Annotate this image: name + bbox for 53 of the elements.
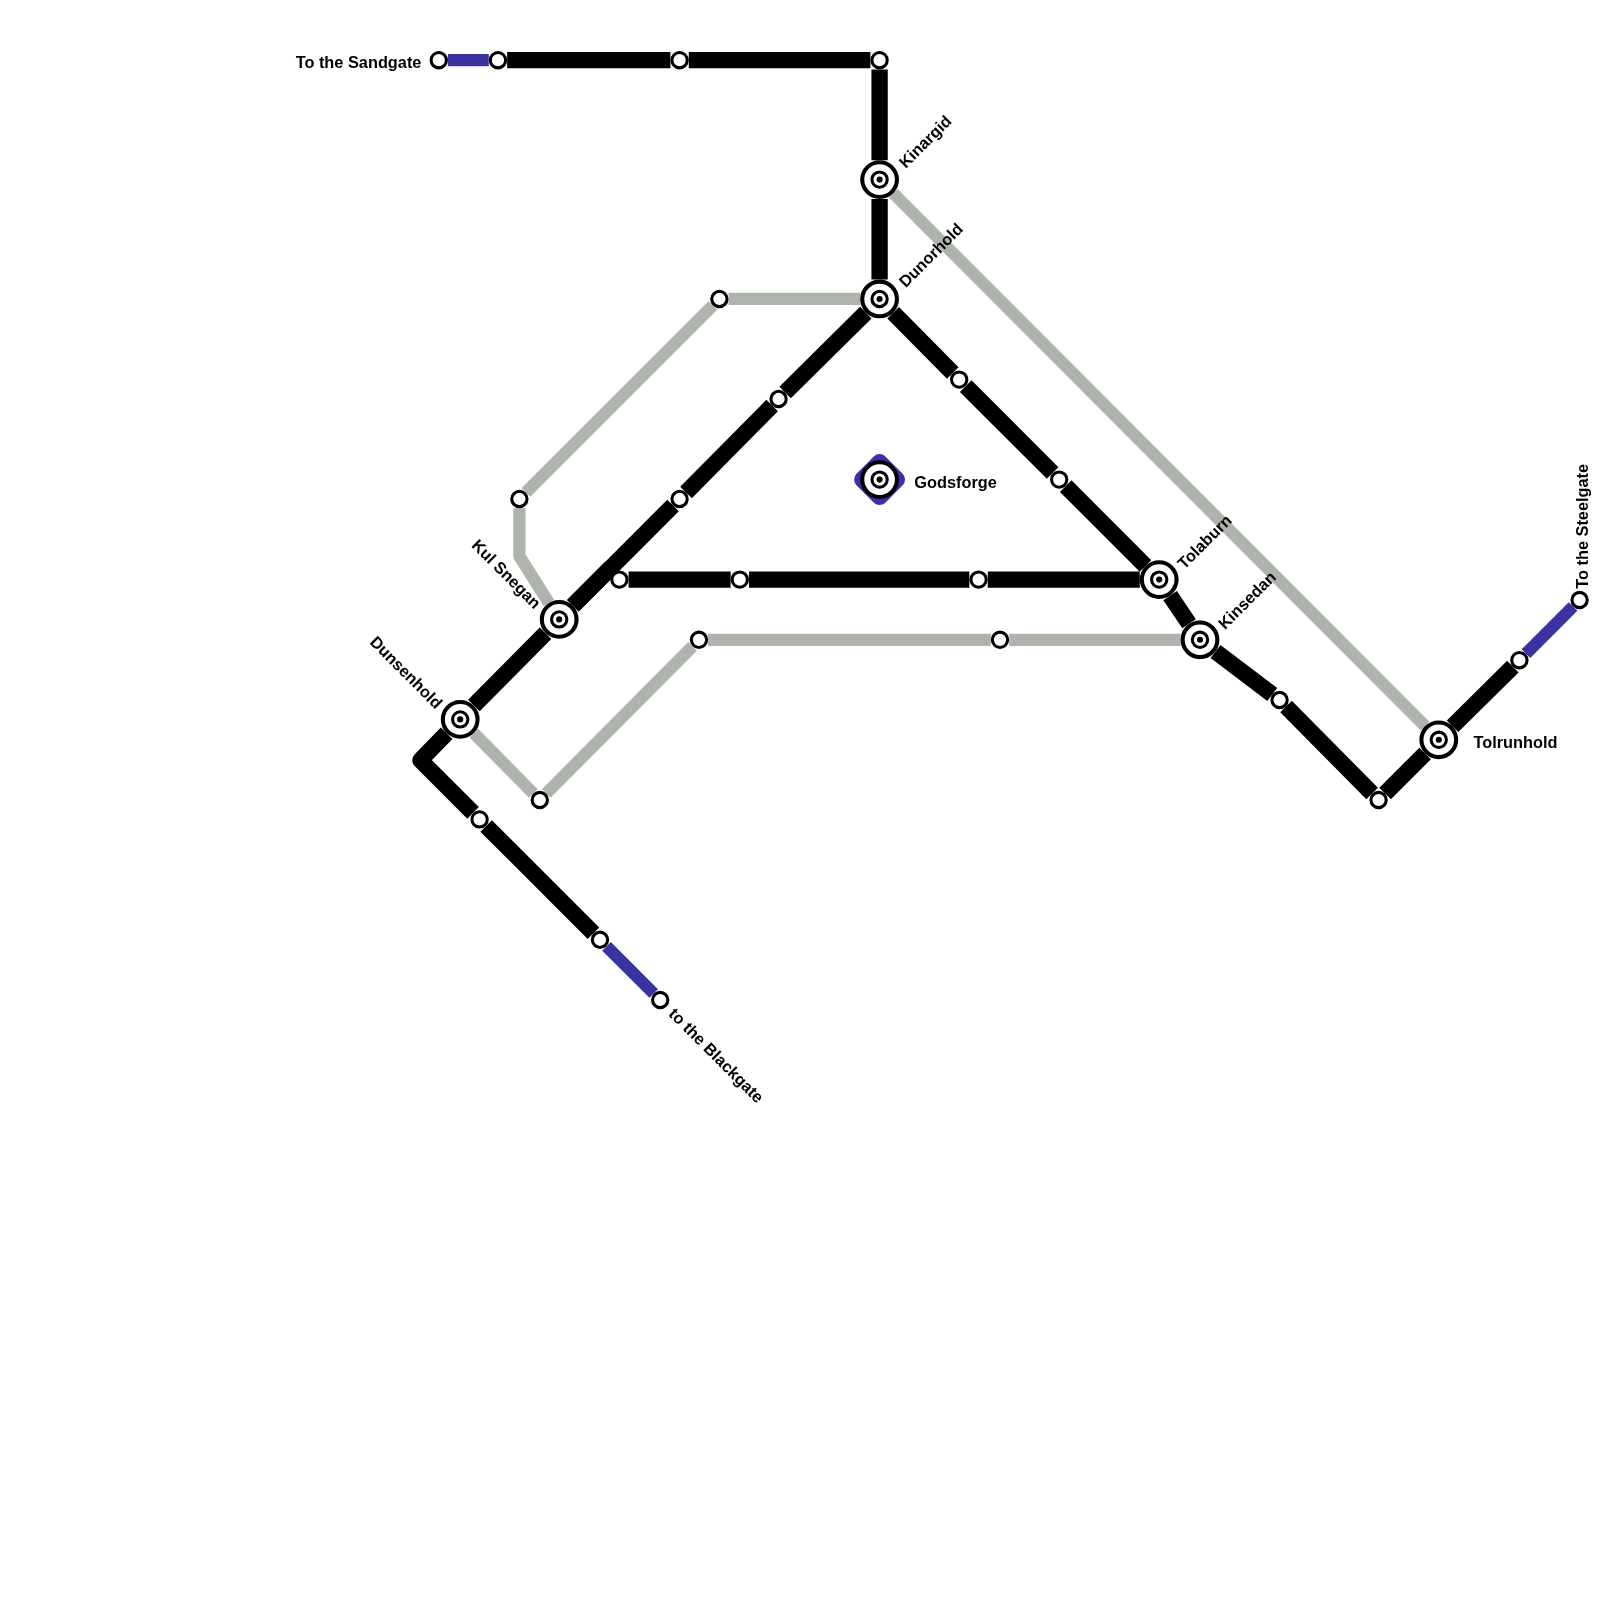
station-stop (990, 630, 1010, 649)
track-line (1280, 700, 1378, 800)
track-line (779, 306, 872, 399)
station-stop (610, 570, 629, 589)
station-label: Tolrunhold (1473, 732, 1558, 753)
station-stop (969, 570, 988, 589)
track-line (871, 199, 888, 280)
station-label: Godsforge (914, 472, 997, 493)
track-line (987, 571, 1140, 588)
track-line (1009, 633, 1181, 646)
station-stop (1270, 690, 1289, 710)
track-line (541, 642, 697, 798)
track-line (412, 727, 479, 819)
station-stop (1050, 470, 1069, 489)
station-stop (590, 930, 610, 949)
track-line (447, 54, 489, 67)
track-line (728, 292, 861, 306)
station-stop (769, 389, 788, 409)
track-line (1210, 645, 1278, 701)
track-line (1446, 660, 1519, 733)
track-line (1059, 480, 1152, 572)
track-line (688, 52, 871, 69)
track-line (513, 508, 555, 607)
track-line (1521, 602, 1578, 658)
station-stop (950, 370, 969, 389)
track-line (469, 728, 538, 798)
station-stop (689, 630, 709, 649)
station-stop (670, 51, 689, 70)
station-stop (510, 489, 529, 509)
station-stop (1510, 651, 1529, 670)
track-line (1379, 747, 1431, 800)
station-stop (488, 51, 508, 70)
track-line (708, 633, 991, 646)
station-stop (730, 570, 749, 589)
track-line (628, 571, 731, 588)
station-label: To the Sandgate (295, 53, 422, 74)
track-line (1163, 591, 1196, 629)
track-line (602, 942, 658, 998)
track-line (888, 188, 1430, 731)
station-label: To the Steelgate (1572, 463, 1592, 589)
track-line (680, 399, 778, 499)
station-stop (470, 810, 489, 829)
track-line (959, 380, 1059, 479)
track-line (749, 571, 970, 588)
station-stop (870, 51, 889, 70)
track-line (507, 52, 671, 69)
track-line (887, 307, 959, 379)
station-stop (710, 289, 729, 309)
track-line (871, 69, 888, 161)
track-line (480, 820, 600, 940)
track-line (521, 301, 718, 497)
track-line (468, 627, 552, 712)
station-stop (670, 489, 689, 509)
